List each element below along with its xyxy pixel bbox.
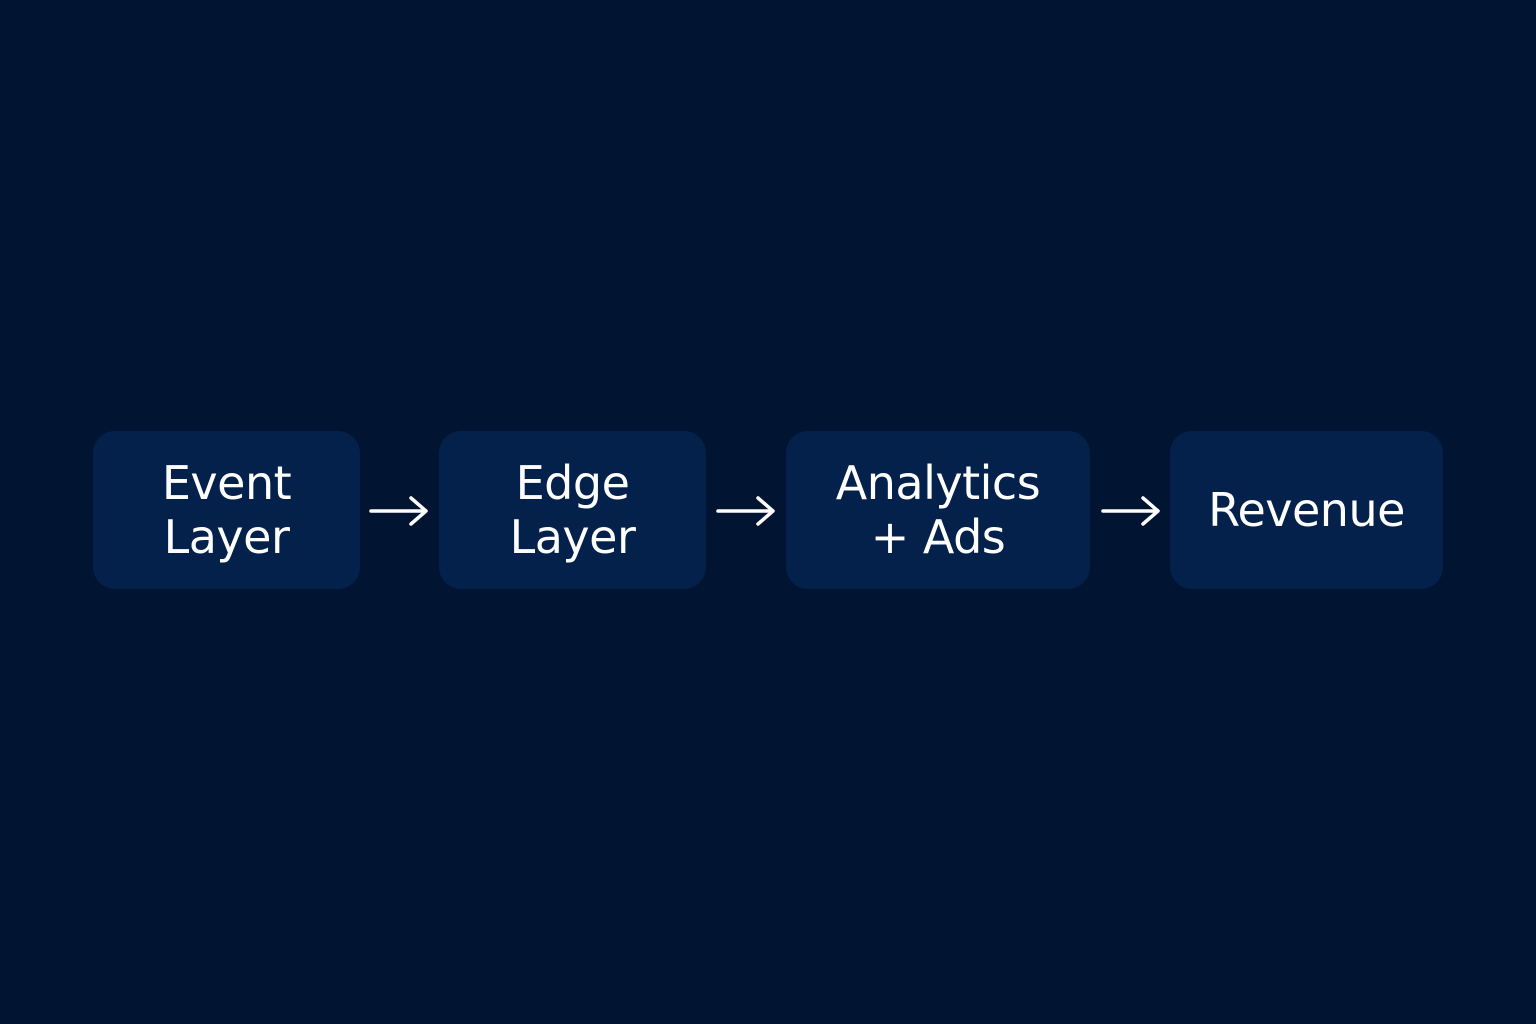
node-label-line: Edge [515, 456, 630, 510]
node-label-line: Layer [509, 510, 636, 564]
arrow-right-icon [716, 496, 775, 526]
node-label-line: Layer [163, 510, 290, 564]
node-label-line: Revenue [1208, 483, 1405, 537]
node-label-line: Event [161, 456, 292, 510]
node-edge-layer: Edge Layer [439, 431, 706, 589]
arrow-right-icon [1101, 496, 1160, 526]
node-label-line: Analytics [835, 456, 1041, 510]
node-revenue: Revenue [1170, 431, 1443, 589]
node-label-line: + Ads [870, 510, 1006, 564]
node-event-layer: Event Layer [93, 431, 360, 589]
arrow-right-icon [369, 496, 428, 526]
node-analytics-ads: Analytics + Ads [786, 431, 1090, 589]
